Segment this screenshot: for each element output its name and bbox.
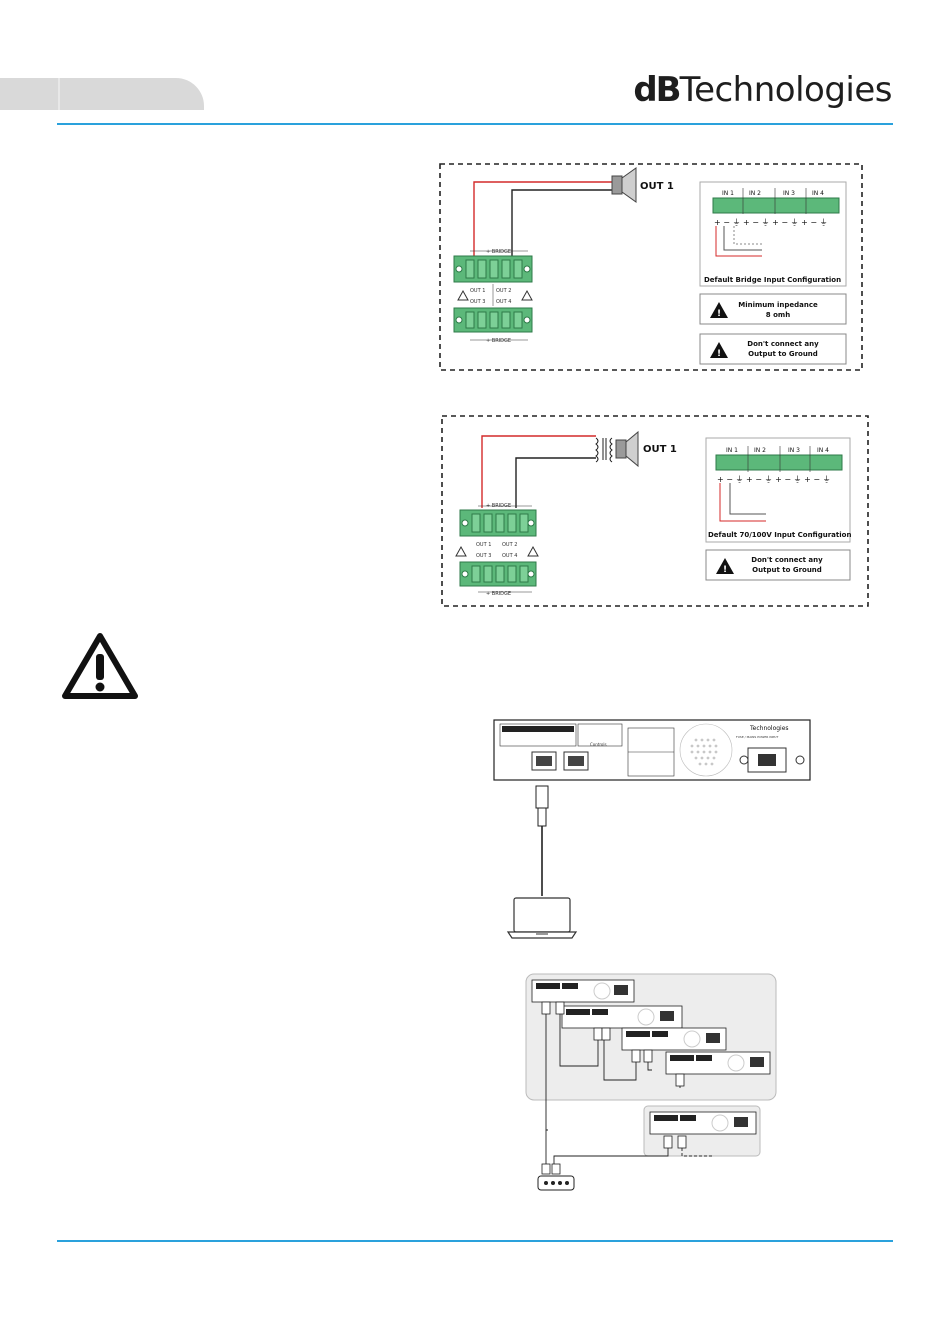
amplifier-rear-panel: Controls Technologies FUSE / MAINS POWER… <box>493 719 811 781</box>
amplifier-unit <box>531 979 635 1003</box>
svg-text:IN 1: IN 1 <box>726 447 738 454</box>
network-chain-diagram <box>525 973 777 1191</box>
svg-text:FUSE / MAINS POWER INPUT: FUSE / MAINS POWER INPUT <box>736 735 778 739</box>
svg-text:Don't connect any: Don't connect any <box>751 556 823 564</box>
svg-text:OUT 4: OUT 4 <box>496 299 511 305</box>
svg-text:OUT 1: OUT 1 <box>476 542 491 548</box>
warning-icon <box>710 342 728 358</box>
terminal-block-top <box>459 509 537 537</box>
speaker-icon <box>611 167 637 203</box>
terminal-block-bottom <box>459 561 537 587</box>
svg-text:!: ! <box>717 309 721 319</box>
svg-text:IN 3: IN 3 <box>783 190 795 197</box>
warning-icon <box>521 289 533 301</box>
transformer-icon <box>595 437 613 463</box>
warning-icon <box>527 545 539 557</box>
svg-text:IN 2: IN 2 <box>749 190 761 197</box>
warning-icon <box>62 633 138 699</box>
amplifier-unit <box>621 1027 727 1051</box>
bridge-label: + BRIDGE <box>486 249 511 255</box>
svg-text:Output to Ground: Output to Ground <box>752 566 822 574</box>
svg-text:+ BRIDGE: + BRIDGE <box>486 338 511 344</box>
svg-text:IN 4: IN 4 <box>812 190 824 197</box>
no-ground-warning: ! Don't connect any Output to Ground <box>699 333 847 365</box>
svg-text:OUT 3: OUT 3 <box>470 299 485 305</box>
warning-icon <box>716 558 734 574</box>
svg-text:IN 3: IN 3 <box>788 447 800 454</box>
svg-text:OUT 2: OUT 2 <box>502 542 517 548</box>
terminal-block-bottom <box>453 307 533 333</box>
svg-text:Controls: Controls <box>590 742 607 747</box>
rear-panel-connection-diagram: Controls Technologies FUSE / MAINS POWER… <box>493 719 811 939</box>
svg-text:+ BRIDGE: + BRIDGE <box>486 591 511 597</box>
svg-text:Don't connect any: Don't connect any <box>747 340 819 348</box>
input-configuration-panel: IN 1 IN 2 IN 3 IN 4 + − ⏚ + − ⏚ + − ⏚ + … <box>705 437 851 543</box>
svg-text:Technologies: Technologies <box>749 725 789 732</box>
input-configuration-panel: IN 1 IN 2 IN 3 IN 4 + − ⏚ + − ⏚ + − ⏚ + … <box>699 181 847 287</box>
terminal-block-top <box>453 255 533 283</box>
svg-text:!: ! <box>723 565 727 575</box>
warning-icon <box>457 289 469 301</box>
no-ground-warning: ! Don't connect any Output to Ground <box>705 549 851 581</box>
output-label: OUT 1 <box>643 444 677 455</box>
output-label: OUT 1 <box>640 181 674 192</box>
header-tab <box>0 78 204 110</box>
input-config-caption: Default Bridge Input Configuration <box>704 276 841 284</box>
footer-rule <box>57 1240 893 1242</box>
network-switch-icon <box>537 1175 575 1191</box>
svg-text:OUT 2: OUT 2 <box>496 288 511 294</box>
warning-icon <box>710 302 728 318</box>
min-impedance-warning: ! Minimum inpedance 8 omh <box>699 293 847 325</box>
svg-text:OUT 4: OUT 4 <box>502 553 517 559</box>
svg-text:IN 2: IN 2 <box>754 447 766 454</box>
laptop-icon <box>506 897 578 939</box>
header-rule <box>57 123 893 125</box>
amplifier-unit <box>649 1111 757 1135</box>
svg-text:8 omh: 8 omh <box>766 311 790 319</box>
constant-voltage-diagram: OUT 1 + BRIDGE OUT 1 OUT 2 OUT 3 OUT 4 <box>441 415 869 607</box>
amplifier-unit <box>561 1005 683 1029</box>
svg-text:OUT 3: OUT 3 <box>476 553 491 559</box>
svg-text:!: ! <box>717 349 721 359</box>
svg-text:Minimum inpedance: Minimum inpedance <box>738 301 818 309</box>
bridge-connection-diagram: OUT 1 + BRIDGE OUT 1 OUT 2 OUT 3 OUT 4 <box>439 163 863 371</box>
svg-text:IN 4: IN 4 <box>817 447 829 454</box>
svg-text:OUT 1: OUT 1 <box>470 288 485 294</box>
speaker-icon <box>615 430 639 468</box>
warning-icon <box>455 545 467 557</box>
input-config-caption: Default 70/100V Input Configuration <box>708 531 851 539</box>
svg-text:IN 1: IN 1 <box>722 190 734 197</box>
svg-text:+ − ⏚ + − ⏚ + − ⏚ + − ⏚: + − ⏚ + − ⏚ + − ⏚ + − ⏚ <box>717 475 831 484</box>
amplifier-unit <box>665 1051 771 1075</box>
svg-text:+ − ⏚ + − ⏚ + − ⏚ + − ⏚: + − ⏚ + − ⏚ + − ⏚ + − ⏚ <box>714 218 828 227</box>
svg-text:Output to Ground: Output to Ground <box>748 350 818 358</box>
brand-logo: dBTechnologies <box>633 70 892 110</box>
ethernet-plug-icon <box>535 785 549 827</box>
